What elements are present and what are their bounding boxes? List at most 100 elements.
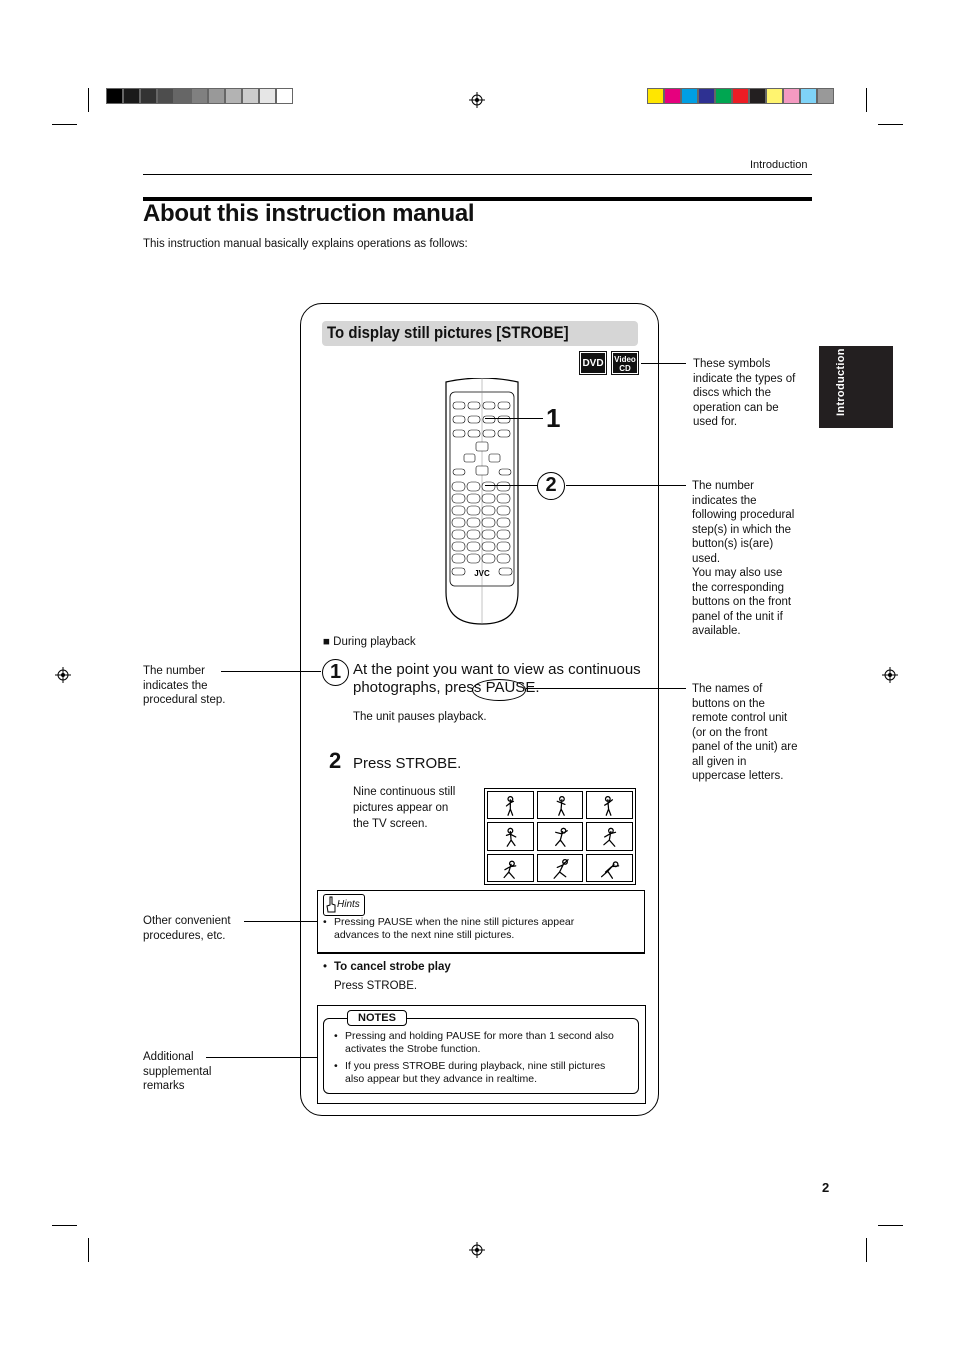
notes-bullet-2: • <box>334 1060 338 1072</box>
crop-mark <box>878 124 903 125</box>
header-rule <box>143 174 812 175</box>
color-swatch <box>715 88 732 104</box>
strobe-picture-grid <box>484 788 636 885</box>
gray-swatch <box>157 88 174 104</box>
color-swatch <box>749 88 766 104</box>
notes-item2-line2: also appear but they advance in realtime… <box>345 1073 538 1085</box>
strobe-still-picture <box>536 853 584 882</box>
title-rule <box>143 197 812 201</box>
remote-button <box>466 493 481 504</box>
number-step-leader <box>566 485 686 486</box>
symbols-leader <box>641 363 686 364</box>
remote-control-illustration: JVC <box>445 378 519 625</box>
remote-button <box>488 453 501 463</box>
remote-button <box>496 553 511 564</box>
remote-button <box>466 481 481 492</box>
step-2-number: 2 <box>329 748 342 773</box>
remote-button <box>451 541 466 552</box>
step-1-result: The unit pauses playback. <box>353 711 487 723</box>
supplemental-leader <box>206 1057 317 1058</box>
callout-2-circle: 2 <box>537 472 565 500</box>
remote-button <box>466 541 481 552</box>
remote-button <box>451 567 466 576</box>
heading-bar <box>322 321 638 346</box>
remote-button <box>451 517 466 528</box>
remote-button <box>481 493 496 504</box>
remote-button <box>498 567 513 576</box>
callout-1-number: 1 <box>546 403 561 433</box>
registration-mark-icon <box>469 1242 485 1258</box>
gray-swatch <box>276 88 293 104</box>
convenient-leader <box>244 921 317 922</box>
gray-swatch <box>123 88 140 104</box>
remote-button <box>481 541 496 552</box>
strobe-still-picture <box>487 822 534 851</box>
step-2-result-line1: Nine continuous still <box>353 786 456 798</box>
color-swatch <box>800 88 817 104</box>
strobe-still-picture <box>487 853 534 882</box>
notes-item1-line1: Pressing and holding PAUSE for more than… <box>345 1030 614 1042</box>
section-tab: Introduction <box>819 346 893 428</box>
remote-button <box>467 415 481 424</box>
remote-button <box>497 429 511 438</box>
remote-button <box>482 415 496 424</box>
remote-button <box>475 465 489 476</box>
intro-text: This instruction manual basically explai… <box>143 238 468 250</box>
figure-icon <box>556 796 566 816</box>
strobe-still-picture <box>536 822 584 851</box>
remote-button <box>466 505 481 516</box>
condition-text: ■ During playback <box>323 636 416 648</box>
names-leader <box>526 688 686 689</box>
video-cd-disc-icon: Video CD <box>611 351 639 375</box>
vcd-line2: CD <box>619 364 631 373</box>
remote-button <box>496 517 511 528</box>
remote-button <box>451 529 466 540</box>
crop-mark <box>88 1238 89 1262</box>
remote-button <box>451 505 466 516</box>
strobe-still-picture <box>536 791 584 820</box>
remote-button <box>496 481 511 492</box>
process-color-bar <box>647 88 834 104</box>
registration-mark-icon <box>55 667 71 683</box>
crop-mark <box>866 88 867 112</box>
remote-button <box>475 441 489 452</box>
remote-button <box>451 481 466 492</box>
page-title: About this instruction manual <box>143 200 475 227</box>
notes-inner-box <box>323 1018 639 1094</box>
gray-color-bar <box>106 88 293 104</box>
notes-label: NOTES <box>347 1010 407 1026</box>
remote-button <box>452 468 466 476</box>
remote-button <box>451 553 466 564</box>
procedural-leader <box>221 671 321 672</box>
callout-2-leader <box>485 485 537 486</box>
gray-swatch <box>191 88 208 104</box>
notes-bullet-1: • <box>334 1030 338 1042</box>
remote-button <box>466 529 481 540</box>
gray-swatch <box>225 88 242 104</box>
crop-mark <box>52 124 77 125</box>
cancel-title: To cancel strobe play <box>334 961 451 973</box>
crop-mark <box>52 1225 77 1226</box>
gray-swatch <box>106 88 123 104</box>
figure-icon <box>554 828 568 848</box>
gray-swatch <box>140 88 157 104</box>
figure-icon <box>503 860 517 879</box>
remote-button <box>466 553 481 564</box>
remote-button <box>482 429 496 438</box>
figure-icon <box>604 796 614 816</box>
color-swatch <box>664 88 681 104</box>
hints-label: Hints <box>323 894 365 916</box>
remote-button <box>481 481 496 492</box>
remote-button <box>466 517 481 528</box>
remote-button <box>496 493 511 504</box>
remote-button <box>498 468 512 476</box>
remote-button <box>496 541 511 552</box>
remote-button <box>481 553 496 564</box>
page-number: 2 <box>822 1180 830 1195</box>
hints-box <box>317 890 645 954</box>
